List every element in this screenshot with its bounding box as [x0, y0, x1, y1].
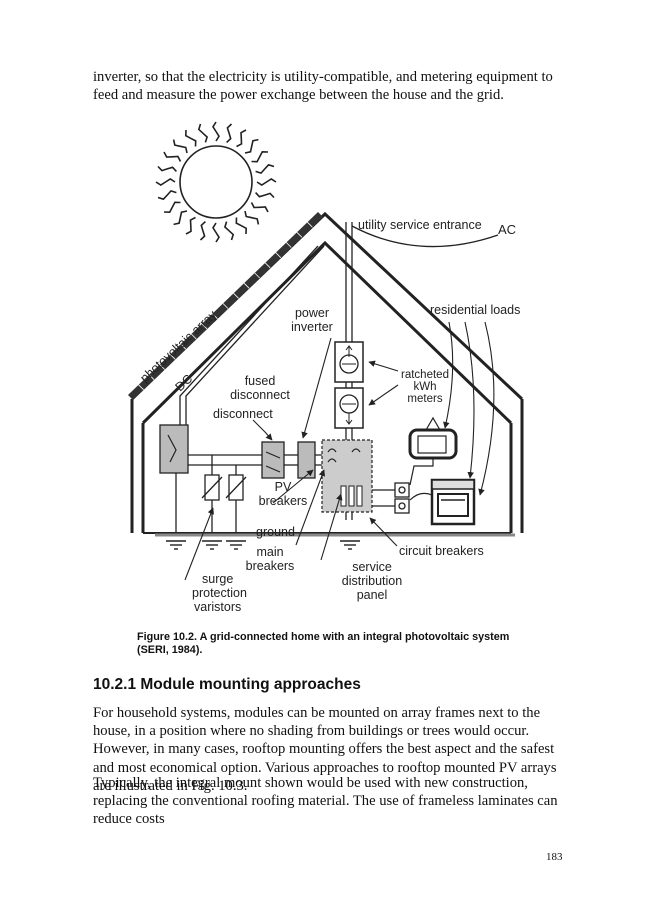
sun-ray	[163, 151, 182, 162]
sun-ray	[255, 163, 275, 175]
photovoltaic-array	[128, 212, 323, 400]
pv-module-separator	[243, 282, 250, 289]
page-number: 183	[546, 851, 563, 863]
pv-module-separator	[201, 323, 208, 330]
sun-ray	[223, 221, 235, 241]
surge-varistors	[201, 474, 247, 501]
label-surge: surge	[202, 572, 233, 586]
kwh-meter-upper	[334, 341, 364, 383]
label-main-breakers: breakers	[246, 559, 295, 573]
label-main: main	[256, 545, 283, 559]
label-inverter: inverter	[291, 320, 333, 334]
label-circuit-breakers: circuit breakers	[399, 544, 484, 558]
sun-ray	[256, 178, 277, 186]
sun-ray	[185, 216, 196, 235]
pv-module-separator	[275, 252, 282, 258]
stove-icon	[409, 478, 476, 526]
pv-module-separator	[233, 293, 239, 299]
paragraph-typically: Typically, the integral mount shown woul…	[93, 775, 558, 828]
label-ac: AC	[498, 222, 516, 237]
pv-module-separator	[254, 272, 260, 279]
pv-module-separator	[169, 354, 176, 360]
pv-module-separator	[222, 303, 229, 309]
pv-module-separator	[180, 343, 187, 350]
pv-module-separator	[191, 333, 197, 340]
label-panel: panel	[357, 588, 388, 602]
television-icon	[408, 416, 458, 486]
pv-module-separator	[296, 232, 303, 238]
grid-connected-home-figure: utility service entrance AC photovoltaic…	[128, 121, 524, 614]
label-ratcheted: ratcheted	[401, 369, 449, 381]
sun-ray	[244, 138, 259, 154]
label-kwh: kWh	[414, 381, 437, 393]
section-heading: 10.2.1 Module mounting approaches	[93, 676, 361, 693]
label-ground: ground	[256, 525, 295, 539]
pv-module-separator	[212, 313, 218, 319]
house-outline	[130, 211, 524, 534]
pv-module-separator	[148, 374, 155, 380]
kwh-meter-lower	[334, 387, 364, 429]
outlets	[394, 482, 410, 514]
label-disconnect: disconnect	[213, 407, 273, 421]
sun-ray	[163, 201, 181, 214]
pv-module-separator	[159, 364, 165, 370]
label-service: service	[352, 560, 392, 574]
fused-disconnect-box	[159, 424, 189, 474]
service-distribution-panel	[321, 439, 373, 513]
label-varistors: varistors	[194, 600, 241, 614]
sun-ray	[244, 210, 260, 225]
paragraph-mounting: For household systems, modules can be mo…	[93, 705, 557, 794]
disconnect-switch	[261, 441, 285, 479]
sun-ray	[226, 123, 233, 143]
label-pv-breakers: breakers	[259, 494, 308, 508]
label-fused: fused	[245, 374, 276, 388]
leader-arrows	[184, 321, 495, 581]
sun-icon	[155, 121, 277, 243]
sun-ray	[236, 129, 247, 148]
sun-ray	[155, 178, 176, 186]
sun-ray	[173, 210, 188, 226]
sun-ray	[197, 123, 209, 143]
ground-symbols	[166, 540, 360, 550]
sun-ray	[250, 202, 269, 213]
intro-paragraph: inverter, so that the electricity is uti…	[93, 69, 553, 104]
power-inverter-box	[297, 441, 316, 479]
sun-ray	[255, 192, 275, 199]
pv-module-separator	[138, 384, 144, 391]
pv-module-separator	[307, 221, 313, 228]
figure-caption: Figure 10.2. A grid-connected home with …	[137, 631, 510, 656]
sun-ray	[212, 121, 220, 142]
sun-ray	[157, 189, 177, 201]
sun-ray	[199, 221, 206, 241]
sun-ray	[235, 217, 248, 235]
sun-ray	[184, 129, 197, 147]
label-residential-loads: residential loads	[430, 303, 520, 317]
label-power: power	[295, 306, 329, 320]
label-distribution: distribution	[342, 574, 402, 588]
label-meters: meters	[407, 393, 442, 405]
pv-module-separator	[264, 262, 271, 269]
sun-ray	[157, 165, 177, 172]
label-utility-service-entrance: utility service entrance	[358, 218, 482, 232]
sun-ray	[172, 139, 188, 154]
pv-module-separator	[286, 242, 292, 248]
sun-ray	[212, 222, 220, 243]
label-protection: protection	[192, 586, 247, 600]
label-pv: PV	[275, 480, 292, 494]
sun-ray	[251, 150, 269, 163]
label-fused-disconnect: disconnect	[230, 388, 290, 402]
